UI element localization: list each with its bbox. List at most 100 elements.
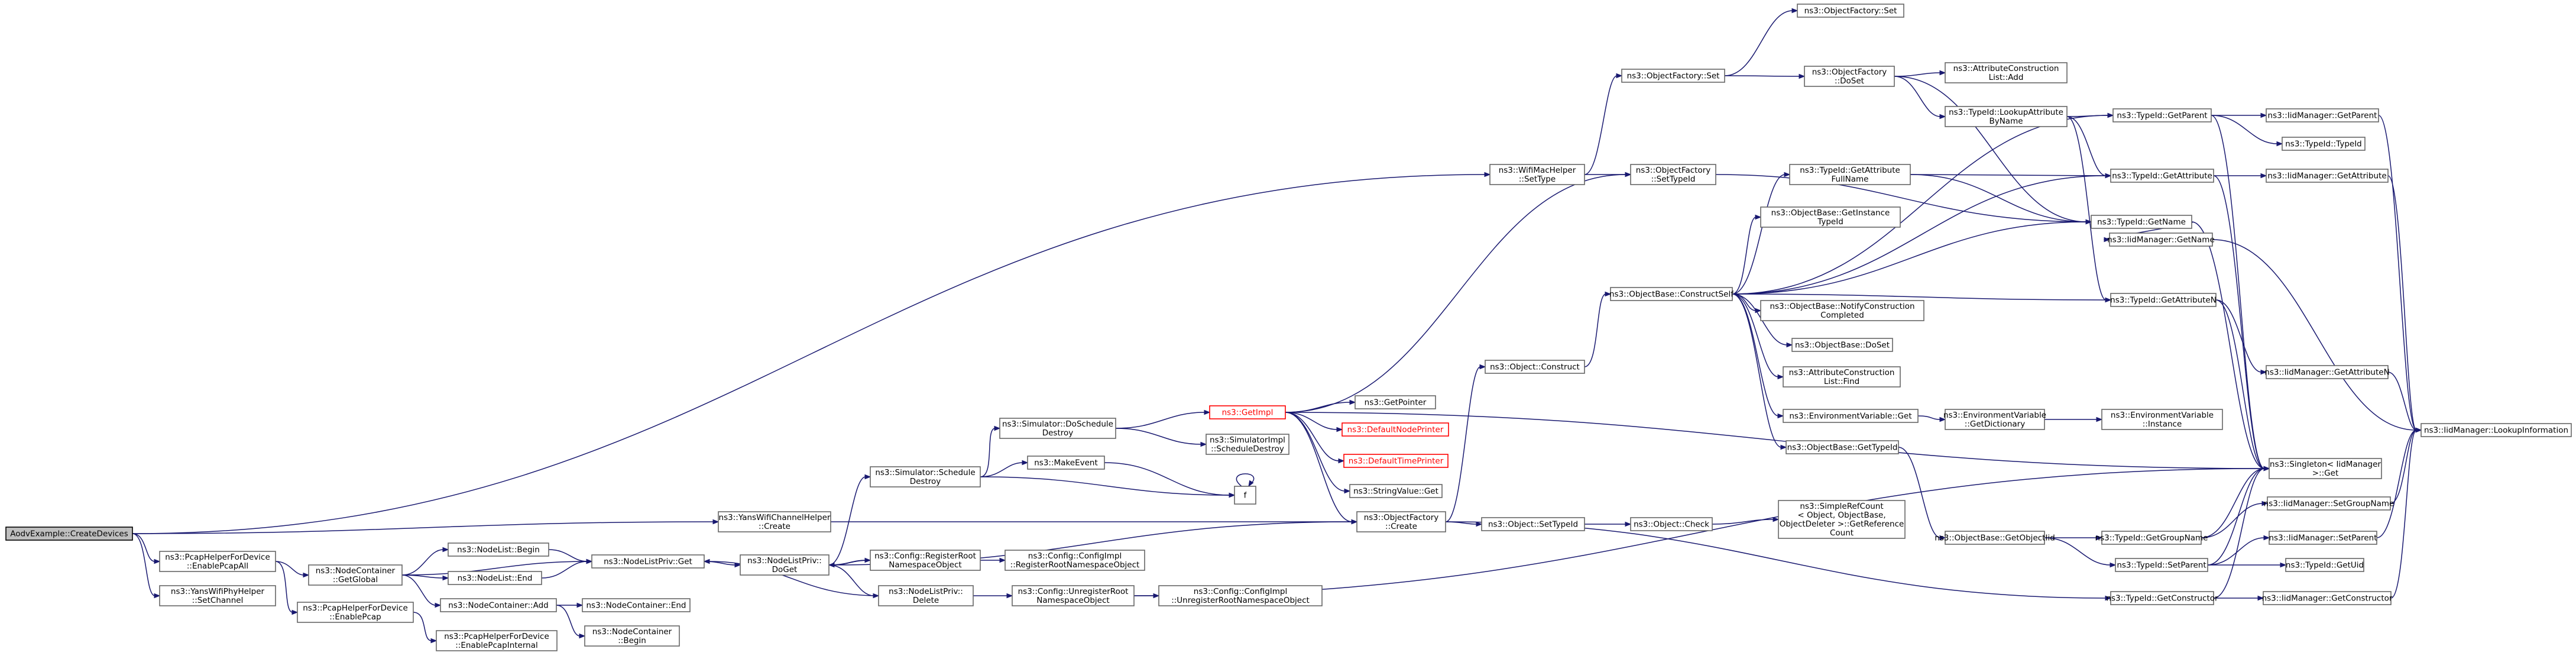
node-ns3-config-unregisterrootnamespaceobject[interactable]: ns3::Config::UnregisterRootNamespaceObje… <box>1012 585 1135 606</box>
node-label: ns3::ObjectFactory <box>1812 67 1887 77</box>
node-ns3-typeid-getname[interactable]: ns3::TypeId::GetName <box>2091 215 2192 229</box>
node-box <box>718 511 831 532</box>
node-ns3-nodecontainer-end[interactable]: ns3::NodeContainer::End <box>582 598 691 612</box>
node-ns3-iidmanager-getname[interactable]: ns3::IidManager::GetName <box>2107 232 2215 247</box>
node-ns3-objectfactory-set[interactable]: ns3::ObjectFactory::Set <box>1621 69 1725 83</box>
node-ns3-objectbase-notifyconstructioncompleted[interactable]: ns3::ObjectBase::NotifyConstructionCompl… <box>1760 300 1924 321</box>
node-ns3-nodelistpriv-get[interactable]: ns3::NodeListPriv::Get <box>591 554 705 569</box>
node-ns3-pcaphelperfordevice-enablepcap[interactable]: ns3::PcapHelperForDevice::EnablePcap <box>297 602 414 623</box>
node-label: ns3::TypeId::TypeId <box>2285 140 2362 149</box>
node-ns3-objectfactory-settypeid[interactable]: ns3::ObjectFactory::SetTypeId <box>1630 164 1716 185</box>
node-box <box>1621 69 1725 83</box>
node-ns3-environmentvariable-instance[interactable]: ns3::EnvironmentVariable::Instance <box>2101 409 2223 430</box>
node-box <box>1797 4 1904 18</box>
node-ns3-iidmanager-lookupinformation[interactable]: ns3::IidManager::LookupInformation <box>2421 423 2572 437</box>
node-ns3-nodelistpriv-delete[interactable]: ns3::NodeListPriv::Delete <box>878 585 974 606</box>
node-ns3-environmentvariable-getdictionary[interactable]: ns3::EnvironmentVariable::GetDictionary <box>1943 409 2046 430</box>
node-box <box>448 571 542 585</box>
node-ns3-objectbase-getobjectiid[interactable]: ns3::ObjectBase::GetObjectIid <box>1935 531 2055 545</box>
node-ns3-config-configimpl-registerrootnamespaceobject[interactable]: ns3::Config::ConfigImpl::RegisterRootNam… <box>1005 550 1145 571</box>
node-ns3-yanswifiphyhelper-setchannel[interactable]: ns3::YansWifiPhyHelper::SetChannel <box>159 585 276 606</box>
node-ns3-iidmanager-getparent[interactable]: ns3::IidManager::GetParent <box>2266 108 2379 122</box>
node-ns3-config-configimpl-unregisterrootnamespaceobject[interactable]: ns3::Config::ConfigImpl::UnregisterRootN… <box>1158 585 1323 606</box>
node-ns3-iidmanager-getconstructor[interactable]: ns3::IidManager::GetConstructor <box>2262 591 2393 605</box>
node-ns3-nodelistpriv-doget[interactable]: ns3::NodeListPriv::DoGet <box>740 554 829 576</box>
node-ns3-getimpl[interactable]: ns3::GetImpl <box>1209 405 1286 419</box>
node-ns3-simulatorimpl-scheduledestroy[interactable]: ns3::SimulatorImpl::ScheduleDestroy <box>1206 434 1289 455</box>
node-ns3-typeid-getattribute[interactable]: ns3::TypeId::GetAttribute <box>2110 169 2214 183</box>
node-ns3-objectbase-constructself[interactable]: ns3::ObjectBase::ConstructSelf <box>1609 287 1734 301</box>
node-ns3-object-settypeid[interactable]: ns3::Object::SetTypeId <box>1481 517 1585 531</box>
edge-line <box>1115 412 1206 429</box>
node-ns3-simulator-scheduledestroy[interactable]: ns3::Simulator::ScheduleDestroy <box>870 466 981 487</box>
node-ns3-typeid-setparent[interactable]: ns3::TypeId::SetParent <box>2115 558 2208 572</box>
node-box <box>2285 558 2364 572</box>
node-ns3-iidmanager-getattributen[interactable]: ns3::IidManager::GetAttributeN <box>2264 365 2390 379</box>
node-ns3-typeid-typeid[interactable]: ns3::TypeId::TypeId <box>2282 137 2366 151</box>
node-box <box>2101 409 2223 430</box>
node-ns3-singleton-iidmanager-get[interactable]: ns3::Singleton< IidManager>::Get <box>2269 458 2382 479</box>
edge-line <box>1712 519 1774 525</box>
node-ns3-config-registerrootnamespaceobject[interactable]: ns3::Config::RegisterRootNamespaceObject <box>870 550 981 571</box>
node-ns3-typeid-getparent[interactable]: ns3::TypeId::GetParent <box>2112 108 2212 122</box>
node-ns3-object-check[interactable]: ns3::Object::Check <box>1630 517 1713 531</box>
node-ns3-nodecontainer-add[interactable]: ns3::NodeContainer::Add <box>440 598 557 612</box>
node-ns3-stringvalue-get[interactable]: ns3::StringValue::Get <box>1349 484 1443 498</box>
edge-line <box>132 174 1486 534</box>
node-ns3-iidmanager-setparent[interactable]: ns3::IidManager::SetParent <box>2269 531 2377 545</box>
edge-arrowhead <box>2096 416 2103 422</box>
edge-line <box>833 560 871 566</box>
node-ns3-nodelist-end[interactable]: ns3::NodeList::End <box>448 571 542 585</box>
node-ns3-defaultnodeprinter[interactable]: ns3::DefaultNodePrinter <box>1342 422 1449 437</box>
node-ns3-typeid-getattributen[interactable]: ns3::TypeId::GetAttributeN <box>2110 293 2217 307</box>
node-ns3-nodecontainer-getglobal[interactable]: ns3::NodeContainer::GetGlobal <box>308 564 403 586</box>
node-ns3-getpointer[interactable]: ns3::GetPointer <box>1355 395 1436 409</box>
edge-line <box>1104 462 1230 496</box>
node-ns3-pcaphelperfordevice-enablepcapall[interactable]: ns3::PcapHelperForDevice::EnablePcapAll <box>159 551 276 572</box>
node-ns3-objectbase-gettypeid[interactable]: ns3::ObjectBase::GetTypeId <box>1786 440 1899 454</box>
node-box <box>1945 106 2068 127</box>
edge-n57-n63 <box>2201 466 2270 538</box>
node-label: Delete <box>913 596 939 605</box>
node-ns3-pcaphelperfordevice-enablepcapinternal[interactable]: ns3::PcapHelperForDevice::EnablePcapInte… <box>436 630 558 651</box>
node-box <box>2269 458 2382 479</box>
edge-line <box>275 561 304 576</box>
node-ns3-wifimachelper-settype[interactable]: ns3::WifiMacHelper::SetType <box>1489 164 1585 185</box>
node-ns3-typeid-getuid[interactable]: ns3::TypeId::GetUid <box>2285 558 2364 572</box>
node-ns3-objectfactory-doset[interactable]: ns3::ObjectFactory::DoSet <box>1804 66 1895 87</box>
node-ns3-objectfactory-set[interactable]: ns3::ObjectFactory::Set <box>1797 4 1904 18</box>
node-ns3-nodelist-begin[interactable]: ns3::NodeList::Begin <box>448 542 549 557</box>
edge-arrowhead <box>1939 416 1946 422</box>
edge-arrowhead <box>1344 488 1351 494</box>
node-ns3-nodecontainer-begin[interactable]: ns3::NodeContainer::Begin <box>584 625 680 647</box>
node-ns3-typeid-getconstructor[interactable]: ns3::TypeId::GetConstructor <box>2106 591 2218 605</box>
node-ns3-typeid-getgroupname[interactable]: ns3::TypeId::GetGroupName <box>2095 531 2208 545</box>
edge-n35-n40 <box>1732 214 1762 295</box>
edge-arrowhead <box>586 558 593 564</box>
edge-n57-n65 <box>2201 500 2269 538</box>
node-ns3-object-construct[interactable]: ns3::Object::Construct <box>1485 360 1585 374</box>
edge-n48-n52 <box>2066 112 2114 118</box>
edge-arrowhead <box>2105 297 2112 303</box>
edge-arrowhead <box>1616 73 1623 79</box>
node-ns3-simplerefcount-object-objectbase-objectdeleter-getreferencecount[interactable]: ns3::SimpleRefCount< Object, ObjectBase,… <box>1778 500 1906 539</box>
node-aodvexample-createdevices[interactable]: AodvExample::CreateDevices <box>5 527 133 541</box>
node-ns3-defaulttimeprinter[interactable]: ns3::DefaultTimePrinter <box>1343 454 1449 468</box>
node-ns3-objectfactory-create[interactable]: ns3::ObjectFactory::Create <box>1356 511 1446 532</box>
node-ns3-objectbase-doset[interactable]: ns3::ObjectBase::DoSet <box>1791 338 1893 352</box>
edge-arrowhead <box>1349 399 1356 405</box>
node-ns3-iidmanager-setgroupname[interactable]: ns3::IidManager::SetGroupName <box>2264 496 2394 511</box>
node-ns3-iidmanager-getattribute[interactable]: ns3::IidManager::GetAttribute <box>2266 169 2389 183</box>
node-f[interactable]: f <box>1234 486 1256 505</box>
node-ns3-environmentvariable-get[interactable]: ns3::EnvironmentVariable::Get <box>1783 409 1919 423</box>
node-ns3-yanswifichannelhelper-create[interactable]: ns3::YansWifiChannelHelper::Create <box>718 511 831 532</box>
edge-n48-n53 <box>2066 116 2112 179</box>
node-ns3-makeevent[interactable]: ns3::MakeEvent <box>1027 456 1105 470</box>
node-label: ns3::ObjectBase::GetInstance <box>1771 208 1890 218</box>
